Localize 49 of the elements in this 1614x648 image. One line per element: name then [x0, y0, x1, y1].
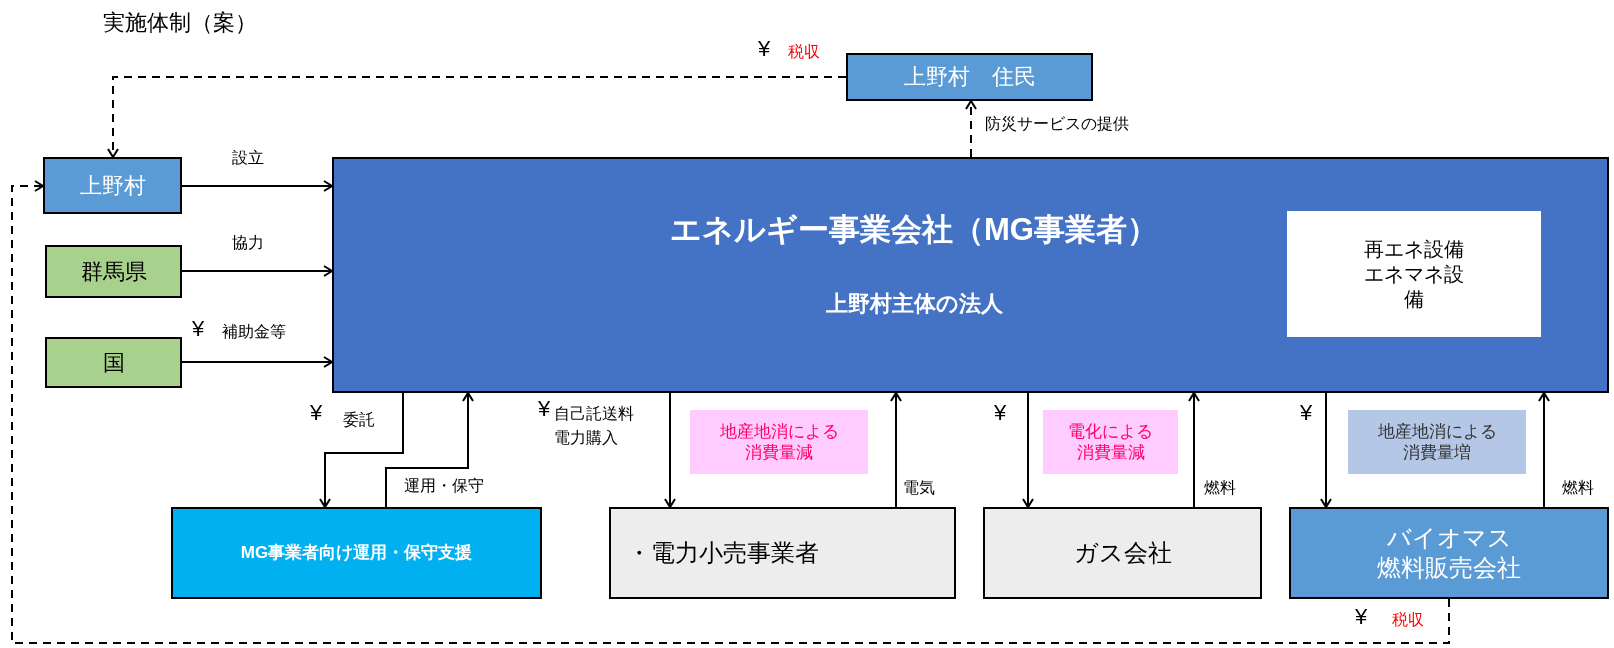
- box-label: ・電力小売事業者: [627, 538, 819, 568]
- box-label: バイオマス燃料販売会社: [1377, 523, 1521, 583]
- box-label: 上野村 住民: [903, 63, 1036, 91]
- company-box: [332, 157, 1609, 393]
- note-box: [690, 410, 868, 474]
- box-label: 群馬県: [80, 257, 147, 286]
- arrow: [664, 392, 676, 508]
- box-label: 国: [102, 348, 125, 377]
- diagram-title: 実施体制（案）: [103, 9, 257, 37]
- arrow: [181, 265, 333, 277]
- dashed-arrow: [11, 180, 1450, 644]
- arrow: [890, 392, 902, 508]
- arrow: [181, 356, 333, 368]
- org-box: [43, 157, 182, 214]
- org-box: [171, 507, 542, 599]
- yen-sign: ¥: [758, 38, 771, 60]
- yen-sign: ¥: [538, 398, 551, 420]
- box-label: 地産地消による消費量増: [1377, 420, 1497, 464]
- equipment-box: [1287, 211, 1541, 337]
- arrow: [319, 392, 404, 508]
- arrow: [1188, 392, 1200, 508]
- company-title: エネルギー事業会社（MG事業者）: [670, 211, 1158, 249]
- note-box: [1348, 410, 1526, 474]
- yen-sign: ¥: [192, 318, 205, 340]
- yen-sign: ¥: [1300, 402, 1313, 424]
- yen-sign: ¥: [310, 402, 323, 424]
- org-box: [609, 507, 956, 599]
- note-box: [1043, 410, 1178, 474]
- arrow: [1022, 392, 1034, 508]
- arrow: [385, 392, 474, 508]
- company-subtitle: 上野村主体の法人: [825, 289, 1003, 318]
- box-label: 電化による消費量減: [1068, 420, 1153, 464]
- box-label: MG事業者向け運用・保守支援: [240, 542, 473, 564]
- org-box: [846, 53, 1093, 101]
- org-box: [1289, 507, 1609, 599]
- box-label: ガス会社: [1073, 538, 1172, 568]
- org-box: [45, 245, 182, 298]
- org-box: [45, 337, 182, 388]
- yen-sign: ¥: [994, 402, 1007, 424]
- dashed-arrow: [107, 76, 847, 158]
- yen-sign: ¥: [1355, 606, 1368, 628]
- arrow: [1538, 392, 1550, 508]
- org-box: [983, 507, 1262, 599]
- arrow: [181, 180, 333, 192]
- arrow: [1320, 392, 1332, 508]
- box-label: 地産地消による消費量減: [719, 420, 839, 464]
- box-label: 再エネ設備エネマネ設備: [1364, 236, 1464, 312]
- box-label: 上野村: [79, 171, 146, 200]
- dashed-arrow: [965, 100, 977, 158]
